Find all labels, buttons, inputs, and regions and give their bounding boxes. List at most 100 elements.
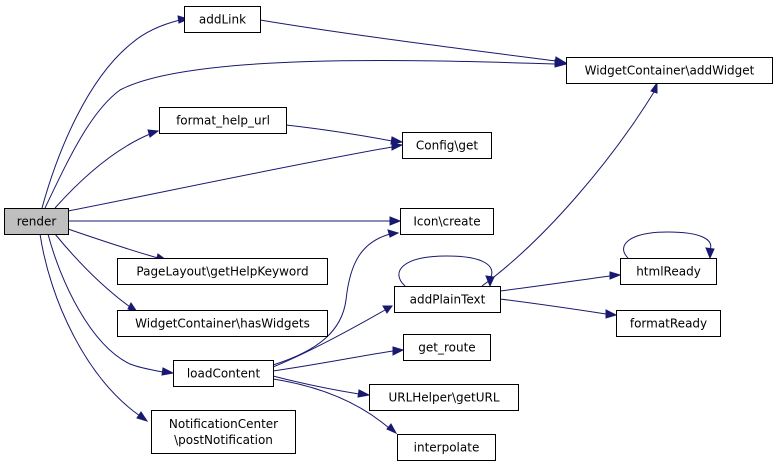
edge-line <box>272 378 390 429</box>
edge-line <box>481 91 655 287</box>
node-label: format_help_url <box>176 114 270 128</box>
node-box <box>566 57 773 84</box>
edge-line <box>285 124 393 142</box>
arrowhead <box>554 56 568 65</box>
node-box <box>369 384 519 411</box>
node-box <box>117 310 328 337</box>
node-box <box>184 6 261 33</box>
edge-render-to-iconCreate <box>68 216 402 226</box>
node-label: WidgetContainer\hasWidgets <box>135 317 310 331</box>
arrowhead <box>389 216 402 226</box>
edge-line <box>54 133 151 209</box>
edge-loadContent-to-interpolate <box>272 378 398 435</box>
node-url-helper-get-url[interactable]: URLHelper\getURL <box>369 384 519 411</box>
edge-render-to-getHelpKeyword <box>67 228 168 262</box>
node-box <box>151 410 296 454</box>
node-has-widgets[interactable]: WidgetContainer\hasWidgets <box>117 310 328 337</box>
arrowhead <box>387 229 400 238</box>
edge-line <box>272 350 394 372</box>
arrowhead <box>177 15 190 24</box>
node-label: Config\get <box>416 139 479 153</box>
edge-line <box>44 60 556 209</box>
node-render[interactable]: render <box>4 208 69 235</box>
arrowhead <box>605 309 618 319</box>
node-label: Icon\create <box>413 215 480 229</box>
edge-line <box>398 255 493 287</box>
node-label: formatReady <box>630 317 707 331</box>
node-format-ready[interactable]: formatReady <box>616 310 721 337</box>
node-add-plain-text[interactable]: addPlainText <box>394 286 501 313</box>
edge-line <box>272 233 391 366</box>
edge-line <box>259 19 557 62</box>
node-box <box>402 132 492 159</box>
node-icon-create[interactable]: Icon\create <box>400 208 494 235</box>
node-label: URLHelper\getURL <box>388 391 499 405</box>
node-label: get_route <box>418 341 475 355</box>
edge-addPlainText-to-formatReady <box>499 298 618 319</box>
node-label: interpolate <box>414 441 480 455</box>
node-post-notification[interactable]: NotificationCenter\postNotification <box>151 410 296 454</box>
edge-line <box>67 146 393 212</box>
edge-loadContent-to-getRoute <box>272 346 405 372</box>
node-box <box>4 208 69 235</box>
node-box <box>616 310 721 337</box>
arrowhead <box>705 247 715 260</box>
edge-line <box>39 233 141 417</box>
node-add-link[interactable]: addLink <box>184 6 261 33</box>
node-interpolate[interactable]: interpolate <box>397 434 496 461</box>
arrowhead <box>147 129 160 138</box>
node-box <box>117 258 328 285</box>
node-label: htmlReady <box>636 265 701 279</box>
edge-addPlainText-to-addPlainText <box>398 255 495 288</box>
edge-formatHelpUrl-to-configGet <box>285 124 404 145</box>
edge-line <box>499 298 607 315</box>
arrowhead <box>392 346 405 356</box>
edge-line <box>41 19 181 209</box>
edges-layer <box>39 15 715 435</box>
arrowhead <box>161 367 175 376</box>
node-label: addPlainText <box>410 293 486 307</box>
node-box <box>620 258 717 285</box>
edge-line <box>67 228 159 259</box>
edge-line <box>47 233 164 373</box>
edge-render-to-configGet <box>67 142 404 212</box>
node-label: PageLayout\getHelpKeyword <box>136 265 308 279</box>
node-box <box>397 434 496 461</box>
edge-line <box>272 309 386 368</box>
edge-line <box>272 375 360 395</box>
node-label: loadContent <box>187 367 261 381</box>
node-box <box>394 286 501 313</box>
edge-addLink-to-addWidget <box>259 19 568 65</box>
arrowhead <box>386 423 398 435</box>
arrowhead <box>609 271 622 280</box>
arrowhead <box>136 411 149 422</box>
edge-loadContent-to-addPlainText <box>272 305 393 368</box>
node-box <box>173 360 274 387</box>
edge-addPlainText-to-htmlReady <box>499 271 622 292</box>
node-format-help-url[interactable]: format_help_url <box>159 107 287 134</box>
edge-render-to-formatHelpUrl <box>54 129 160 209</box>
edge-render-to-postNotification <box>39 233 149 422</box>
node-label: WidgetContainer\addWidget <box>585 64 755 78</box>
edge-render-to-addLink <box>41 15 190 209</box>
edge-addPlainText-to-addWidget <box>481 81 658 287</box>
edge-line <box>623 231 712 259</box>
node-box <box>400 208 494 235</box>
node-html-ready[interactable]: htmlReady <box>620 258 717 285</box>
node-add-widget[interactable]: WidgetContainer\addWidget <box>566 57 773 84</box>
arrowhead <box>650 81 658 94</box>
node-get-help-keyword[interactable]: PageLayout\getHelpKeyword <box>117 258 328 285</box>
node-box <box>403 334 491 361</box>
node-load-content[interactable]: loadContent <box>173 360 274 387</box>
arrowhead <box>390 136 404 145</box>
node-box <box>159 107 287 134</box>
arrowhead <box>382 305 393 314</box>
node-get-route[interactable]: get_route <box>403 334 491 361</box>
node-config-get[interactable]: Config\get <box>402 132 492 159</box>
edge-line <box>54 233 131 308</box>
arrowhead <box>485 275 495 288</box>
arrowhead <box>357 389 371 398</box>
edge-loadContent-to-urlHelperGetUrl <box>272 375 371 398</box>
